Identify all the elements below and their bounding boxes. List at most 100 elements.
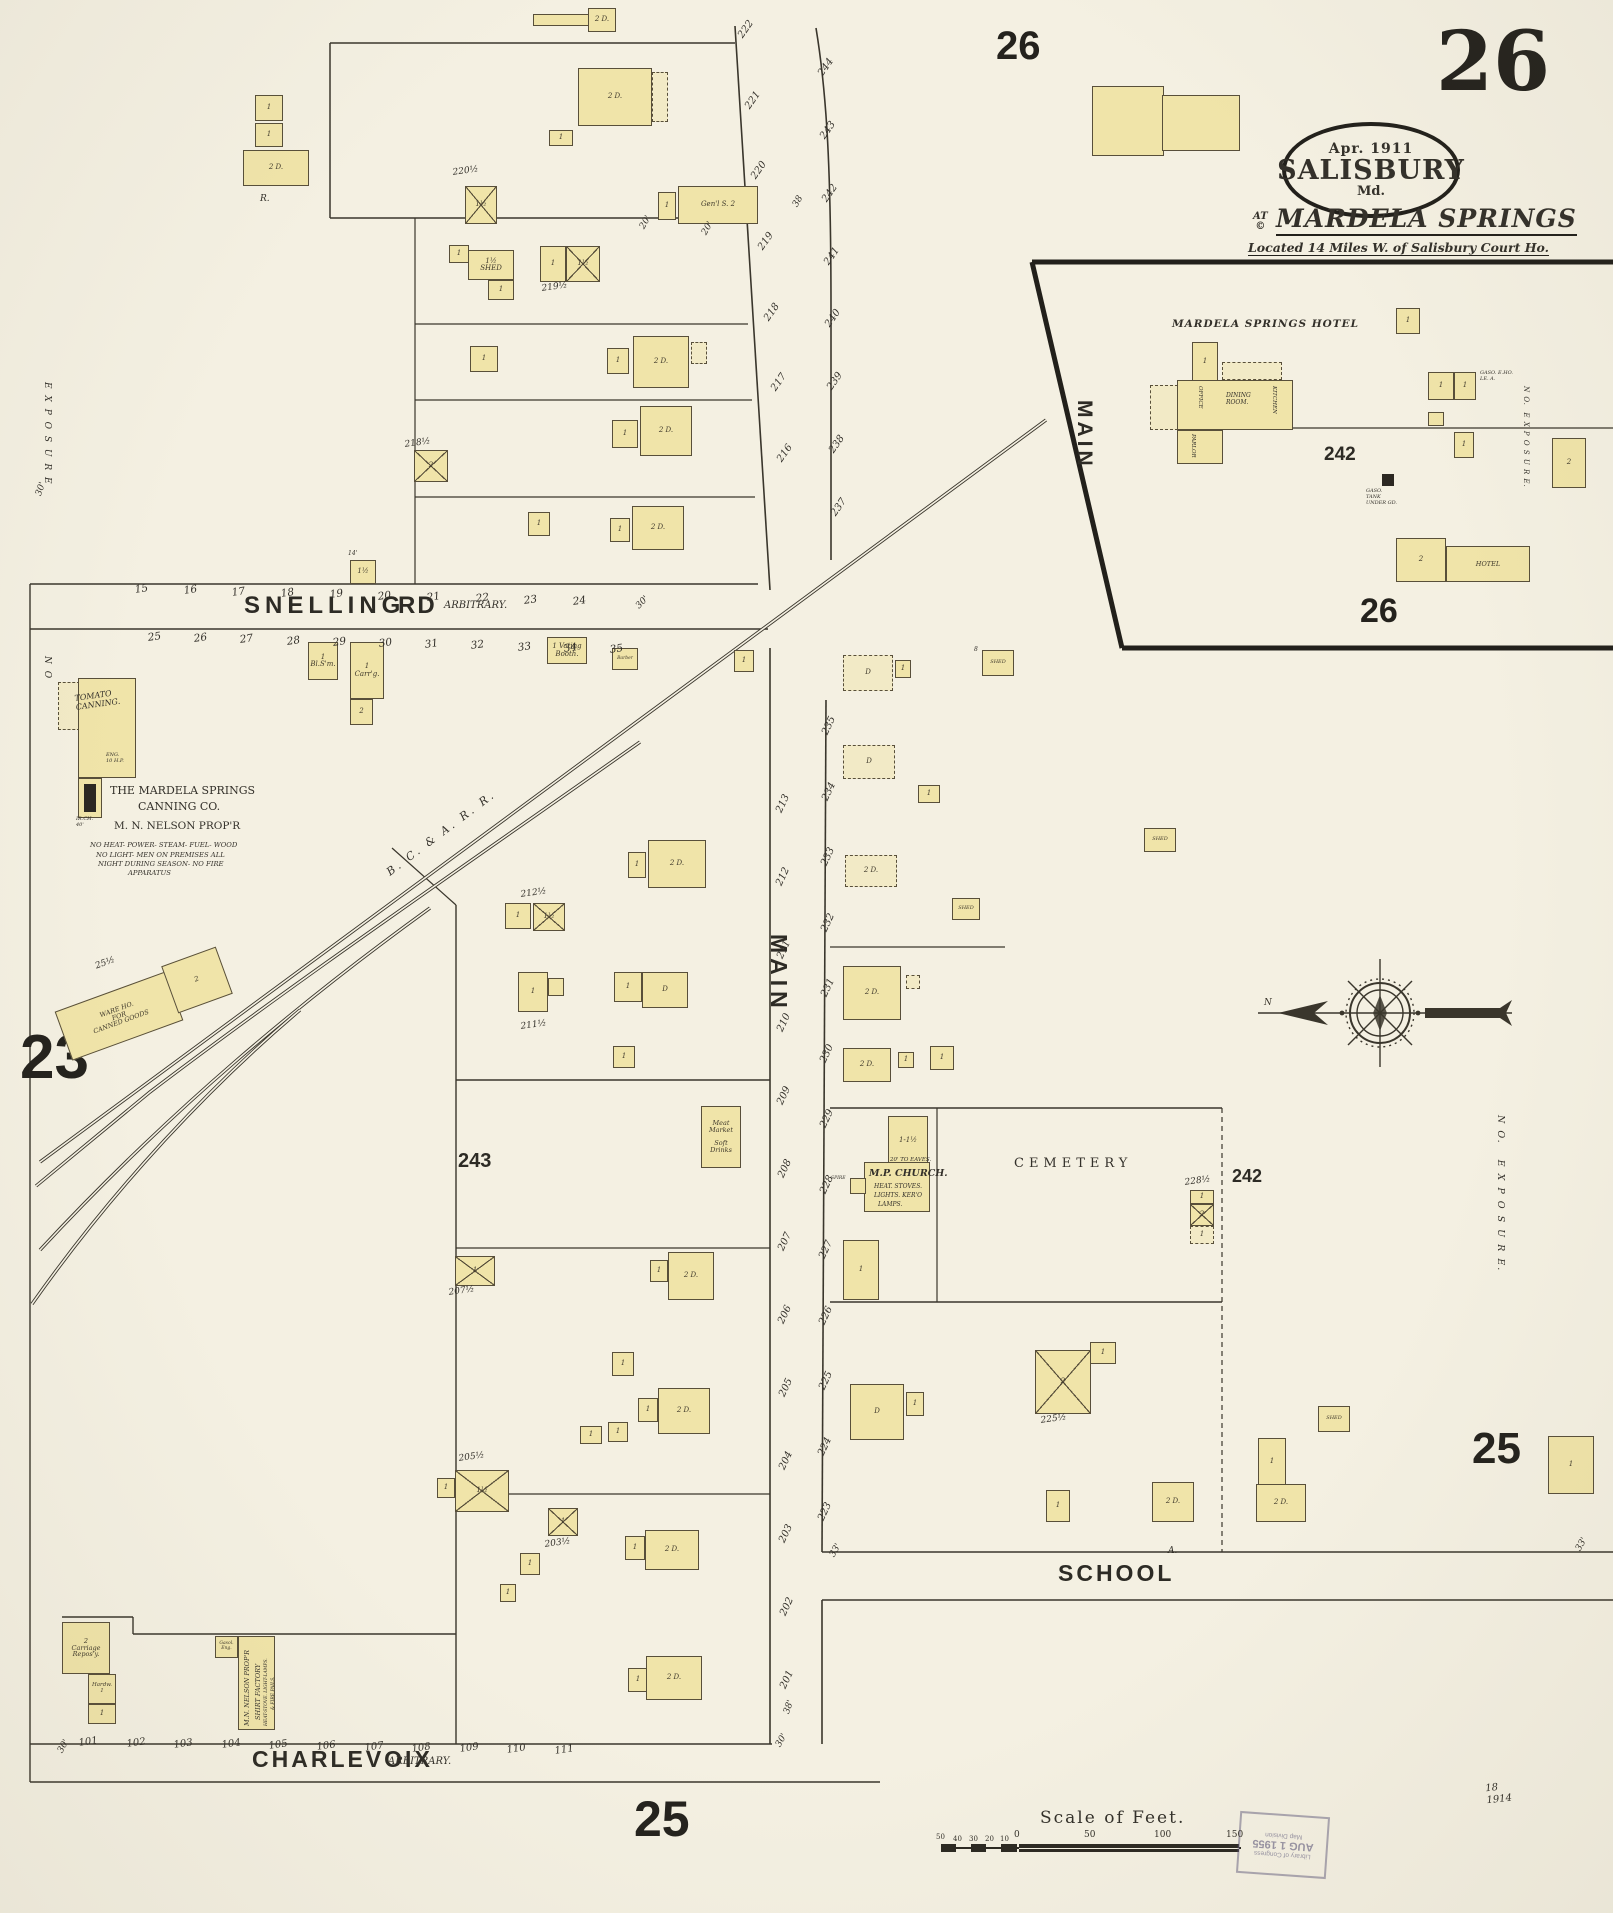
- map-label: 20': [638, 213, 654, 231]
- building-label: 1: [645, 1405, 651, 1414]
- map-label: A.: [1168, 1546, 1178, 1556]
- map-label: B. C. & A. R. R.: [384, 787, 499, 879]
- lot-number-snelling-north: 23: [523, 592, 539, 607]
- building: 1: [613, 1046, 635, 1068]
- building-label: Hardw. 1: [91, 1682, 113, 1694]
- map-label: PARLOR: [1190, 434, 1196, 458]
- map-label: DINING ROOM.: [1226, 392, 1251, 406]
- map-label: 14': [348, 550, 358, 557]
- title-state: Md.: [1356, 184, 1385, 199]
- building: 2 D.: [658, 1388, 710, 1434]
- map-label: HEAT. STOVES.: [874, 1183, 922, 1190]
- building-label: 2 D.: [658, 426, 674, 435]
- sheet-number-inset: 26: [1360, 592, 1398, 630]
- lot-number-snelling-south: 30: [378, 636, 393, 650]
- map-label: 0: [1014, 1830, 1020, 1840]
- building: [906, 975, 920, 989]
- lot-number-snelling-north: 17: [231, 584, 247, 599]
- building: 1½: [455, 1470, 509, 1512]
- building: D: [843, 745, 895, 779]
- building: 1: [470, 346, 498, 372]
- lot-number-north-road-west: 219: [755, 230, 776, 253]
- lot-number-main-west: 210: [775, 1011, 794, 1034]
- lot-number-north-road-west: 220: [749, 159, 769, 182]
- building-label: 1: [1199, 1192, 1205, 1201]
- map-label: SNELLING: [244, 592, 406, 619]
- building-label: 2: [359, 707, 364, 716]
- building-label: 1: [617, 525, 623, 534]
- map-label: 220½: [452, 164, 480, 178]
- building: 2: [350, 699, 373, 725]
- building-label: 1: [912, 1399, 918, 1408]
- lot-number-main-east: 229: [818, 1107, 837, 1130]
- building-label: 1: [558, 133, 564, 142]
- building-label: 1: [620, 1359, 626, 1368]
- lot-number-snelling-south: 29: [331, 634, 347, 649]
- lot-number-main-west: 212: [774, 865, 793, 888]
- building-label: 1: [664, 201, 670, 210]
- building-label: 1: [266, 103, 272, 112]
- building: 1: [548, 1508, 578, 1536]
- map-label: APPARATUS: [128, 869, 171, 877]
- building-label: WARE HO. FOR CANNED GOODS: [92, 999, 151, 1036]
- building-label: 2: [428, 461, 434, 470]
- lot-number-main-west: 201: [778, 1668, 797, 1691]
- building-label: 1: [443, 1483, 449, 1492]
- lot-number-charlevoix: 101: [78, 1735, 99, 1749]
- building-label: 1: [622, 429, 628, 438]
- building-label: 2 D.: [666, 1673, 682, 1682]
- building-label: 1: [536, 519, 542, 528]
- building: 2 D.: [843, 1048, 891, 1082]
- map-label: ARBITRARY.: [444, 600, 508, 611]
- building: 1: [520, 1553, 540, 1575]
- lot-number-north-road-east: 241: [821, 244, 842, 267]
- building: 1: [1428, 372, 1454, 400]
- svg-text:N: N: [1263, 998, 1273, 1008]
- map-label: 243: [458, 1150, 492, 1172]
- building: 1: [505, 903, 531, 929]
- building: 2: [1396, 538, 1446, 582]
- map-label: 242: [1232, 1166, 1263, 1186]
- map-label: 38': [782, 1698, 797, 1716]
- building: 1-1½: [888, 1116, 928, 1166]
- building: Gen'l S. 2: [678, 186, 758, 224]
- lot-number-main-east: 233: [819, 845, 838, 868]
- map-label: MARDELA SPRINGS HOTEL: [1172, 318, 1359, 330]
- building: 1: [612, 420, 638, 448]
- map-label: KITCHEN: [1271, 386, 1277, 414]
- lot-number-north-road-east: 237: [829, 496, 849, 519]
- lot-number-north-road-east: 242: [819, 182, 840, 205]
- building: [1428, 412, 1444, 426]
- building-label: 1: [615, 356, 621, 365]
- chimney: [1382, 474, 1394, 486]
- building-label: D: [662, 985, 668, 994]
- building-label: 1 Carr'g.: [354, 662, 380, 678]
- building: 1: [930, 1046, 954, 1070]
- road-edge: [815, 27, 832, 560]
- building: [1162, 95, 1240, 151]
- building: 1: [528, 512, 550, 536]
- building-label: 2: [1566, 458, 1572, 467]
- map-label: M.N. NELSON PROP'R: [243, 1649, 251, 1726]
- building: Gasol. Eng.: [215, 1636, 238, 1658]
- railroad-track: [35, 741, 641, 1187]
- lot-number-north-road-east: 239: [825, 370, 846, 393]
- building-label: 1½: [476, 1486, 488, 1495]
- building: 1: [895, 660, 911, 678]
- title-city: SALISBURY: [1277, 155, 1465, 186]
- building: 2 D.: [633, 336, 689, 388]
- lot-number-snelling-north: 16: [182, 583, 198, 598]
- building: 2: [1552, 438, 1586, 488]
- building-label: 1½: [475, 200, 487, 209]
- lot-number-snelling-south: 34: [562, 640, 578, 655]
- building: 1: [607, 348, 629, 374]
- building-label: 1: [1199, 1230, 1205, 1239]
- lot-number-main-west: 213: [774, 792, 793, 815]
- building: 1: [650, 1260, 668, 1282]
- lot-number-main-east: 234: [819, 780, 838, 803]
- lot-number-charlevoix: 103: [173, 1736, 194, 1751]
- building: 1: [455, 1256, 495, 1286]
- map-label: NO LIGHT- MEN ON PREMISES ALL: [96, 851, 225, 859]
- building: Barber: [612, 648, 638, 670]
- building-label: 1: [498, 285, 504, 294]
